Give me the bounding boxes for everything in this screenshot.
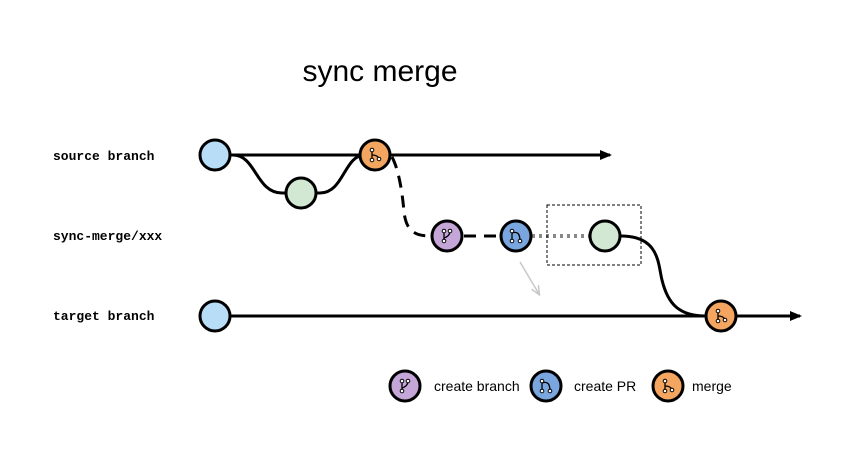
lane-label-source: source branch	[53, 149, 155, 164]
source-merge-node	[358, 138, 392, 172]
lane-label-target: target branch	[53, 309, 155, 324]
legend: create branch create PR merge	[388, 369, 732, 403]
legend-item-create-branch: create branch	[388, 369, 520, 403]
legend-label-create-pr: create PR	[574, 378, 636, 394]
target-commit-start	[198, 299, 232, 333]
diagram-title: sync merge	[302, 55, 457, 88]
legend-item-create-pr: create PR	[529, 369, 636, 403]
source-commit-feature	[284, 176, 318, 210]
sync-create-pr-node	[499, 219, 533, 253]
highlight-box	[546, 204, 642, 266]
lane-label-sync: sync-merge/xxx	[53, 229, 162, 244]
pr-pointer-arrow	[519, 261, 539, 294]
sync-branch-connector	[390, 156, 431, 238]
legend-label-create-branch: create branch	[434, 378, 520, 394]
legend-item-merge: merge	[651, 369, 732, 403]
sync-to-target-curve	[620, 234, 707, 318]
source-commit-start	[198, 138, 232, 172]
legend-label-merge: merge	[692, 378, 732, 394]
sync-commit-resolve	[588, 219, 622, 253]
sync-create-branch-node	[430, 219, 464, 253]
target-merge-node	[704, 299, 738, 333]
